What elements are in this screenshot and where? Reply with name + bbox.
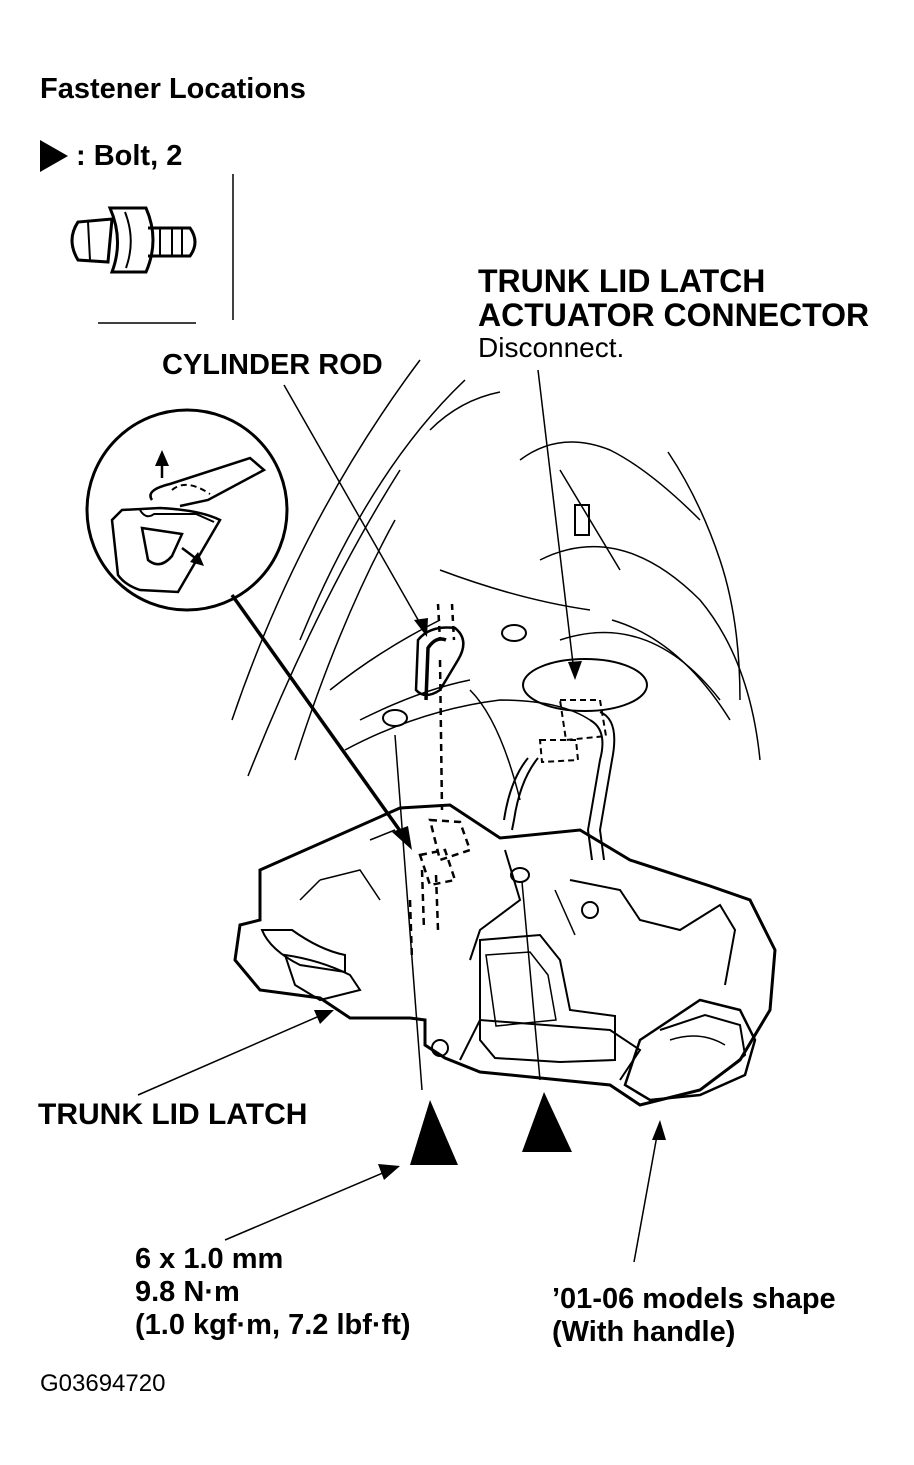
bolt-legend-triangle-icon <box>40 140 68 172</box>
model-note-line1: ’01-06 models shape <box>552 1283 836 1315</box>
model-note-label: ’01-06 models shape (With handle) <box>552 1283 836 1349</box>
bolt-legend-label: : Bolt, 2 <box>76 140 183 172</box>
bolt-icon <box>70 206 197 274</box>
body-panel-lines <box>231 359 761 801</box>
arrowhead-cylinder-rod-icon <box>414 618 428 637</box>
connector-label-line1: TRUNK LID LATCH <box>478 263 766 299</box>
arrowhead-latch-icon <box>314 1010 334 1024</box>
connector-area <box>382 504 648 861</box>
bolt-spec-torque-alt: (1.0 kgf·m, 7.2 lbf·ft) <box>135 1309 411 1341</box>
bolt-location-marker-right <box>522 1092 572 1152</box>
bolt-location-marker-left <box>410 1100 458 1165</box>
connector-action-label: Disconnect. <box>478 332 625 363</box>
bolt-spec-torque: 9.8 N·m <box>135 1276 240 1308</box>
trunk-lid-latch-body <box>233 803 777 1107</box>
arrowhead-detail-icon <box>392 826 412 850</box>
arrowhead-model-note-icon <box>652 1120 666 1140</box>
detail-up-arrow-icon <box>155 450 169 466</box>
detail-down-arrow-icon <box>190 552 204 566</box>
arrowheads <box>314 618 666 1180</box>
cylinder-rod-label: CYLINDER ROD <box>162 349 383 381</box>
hidden-linkage <box>408 659 472 961</box>
detail-magnifier <box>85 408 289 612</box>
arrowhead-bolt-spec-icon <box>378 1164 400 1180</box>
cylinder-rod-slot <box>414 603 465 701</box>
model-note-line2: (With handle) <box>552 1316 736 1348</box>
trunk-lid-latch-label: TRUNK LID LATCH <box>38 1098 308 1131</box>
leader-lines <box>137 369 659 1263</box>
page-title: Fastener Locations <box>40 73 306 105</box>
figure-code: G03694720 <box>40 1370 166 1397</box>
connector-label: TRUNK LID LATCH ACTUATOR CONNECTOR <box>478 264 869 332</box>
bolt-spec-size: 6 x 1.0 mm <box>135 1243 284 1275</box>
arrowhead-connector-icon <box>568 661 582 680</box>
connector-label-line2: ACTUATOR CONNECTOR <box>478 297 870 333</box>
bolt-spec-label: 6 x 1.0 mm 9.8 N·m (1.0 kgf·m, 7.2 lbf·f… <box>135 1243 411 1342</box>
